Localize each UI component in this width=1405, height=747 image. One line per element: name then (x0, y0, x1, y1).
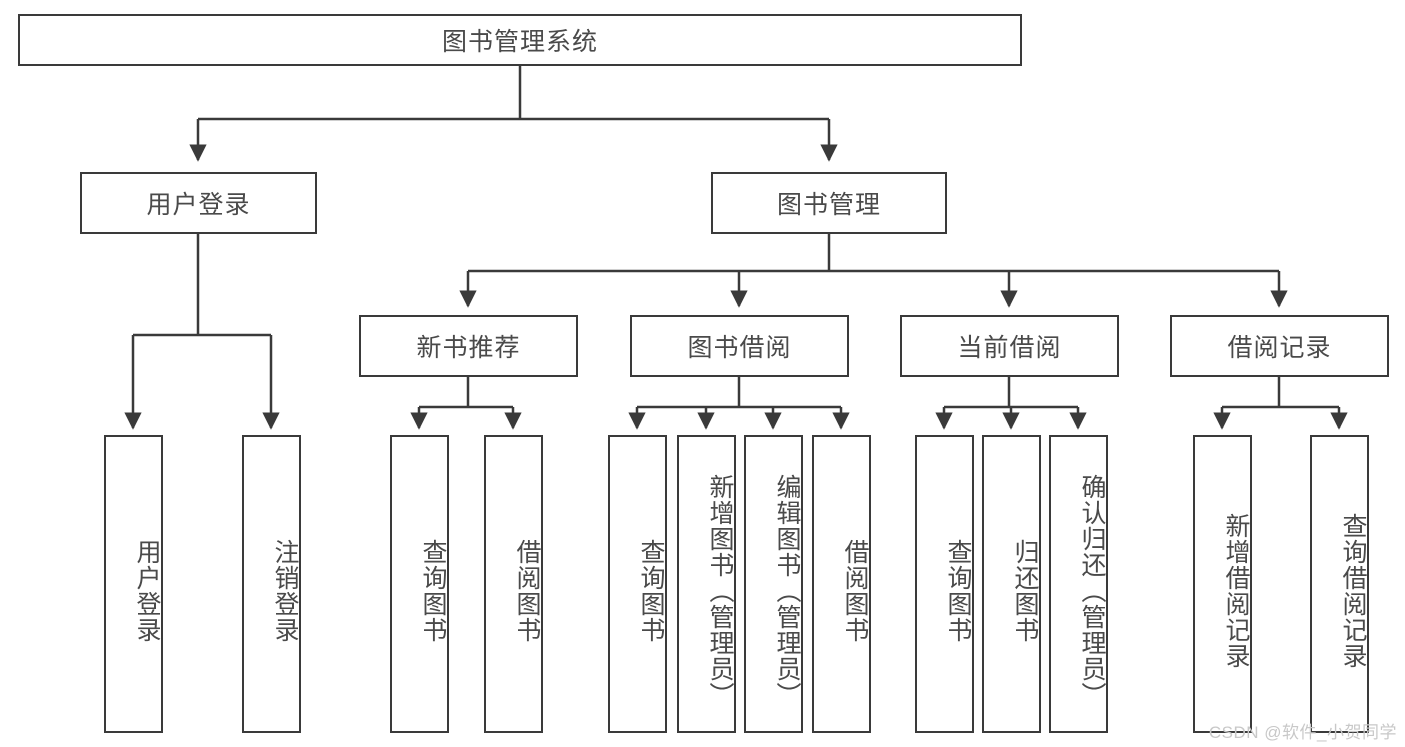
csdn-watermark: CSDN @软件_小贺同学 (1208, 723, 1397, 742)
node-label: 查询图书 (637, 539, 665, 643)
node-borrow-record[interactable]: 借阅记录 (1170, 315, 1389, 377)
leaf-current-return-book[interactable]: 归还图书 (982, 435, 1041, 733)
leaf-recommend-query-book[interactable]: 查询图书 (390, 435, 449, 733)
node-label: 确认归还（管理员） (1078, 474, 1106, 708)
node-label: 图书管理系统 (441, 28, 598, 56)
leaf-borrow-edit-book-admin[interactable]: 编辑图书（管理员） (744, 435, 803, 733)
leaf-record-query-record[interactable]: 查询借阅记录 (1310, 435, 1369, 733)
node-label: 借阅图书 (841, 539, 869, 643)
leaf-user-login-login[interactable]: 用户登录 (104, 435, 163, 733)
node-label: 注销登录 (271, 539, 299, 643)
node-label: 查询图书 (944, 539, 972, 643)
node-label: 当前借阅 (957, 334, 1062, 362)
node-new-book-recommend[interactable]: 新书推荐 (359, 315, 578, 377)
node-root-book-management-system[interactable]: 图书管理系统 (18, 14, 1022, 66)
node-book-borrow[interactable]: 图书借阅 (630, 315, 849, 377)
node-current-borrow[interactable]: 当前借阅 (900, 315, 1119, 377)
node-book-management[interactable]: 图书管理 (711, 172, 947, 234)
leaf-user-login-logout[interactable]: 注销登录 (242, 435, 301, 733)
node-user-login[interactable]: 用户登录 (80, 172, 317, 234)
node-label: 用户登录 (133, 539, 161, 643)
leaf-borrow-add-book-admin[interactable]: 新增图书（管理员） (677, 435, 736, 733)
node-label: 归还图书 (1011, 539, 1039, 643)
node-label: 图书管理 (776, 191, 881, 219)
leaf-record-add-record[interactable]: 新增借阅记录 (1193, 435, 1252, 733)
node-label: 查询借阅记录 (1339, 513, 1367, 669)
node-label: 用户登录 (146, 191, 251, 219)
node-label: 编辑图书（管理员） (773, 474, 801, 708)
node-label: 借阅记录 (1227, 334, 1332, 362)
leaf-recommend-borrow-book[interactable]: 借阅图书 (484, 435, 543, 733)
node-label: 新书推荐 (416, 334, 521, 362)
leaf-current-confirm-return-admin[interactable]: 确认归还（管理员） (1049, 435, 1108, 733)
node-label: 新增借阅记录 (1222, 513, 1250, 669)
leaf-current-query-book[interactable]: 查询图书 (915, 435, 974, 733)
node-label: 新增图书（管理员） (706, 474, 734, 708)
node-label: 图书借阅 (687, 334, 792, 362)
leaf-borrow-query-book[interactable]: 查询图书 (608, 435, 667, 733)
node-label: 查询图书 (419, 539, 447, 643)
node-label: 借阅图书 (513, 539, 541, 643)
leaf-borrow-borrow-book[interactable]: 借阅图书 (812, 435, 871, 733)
